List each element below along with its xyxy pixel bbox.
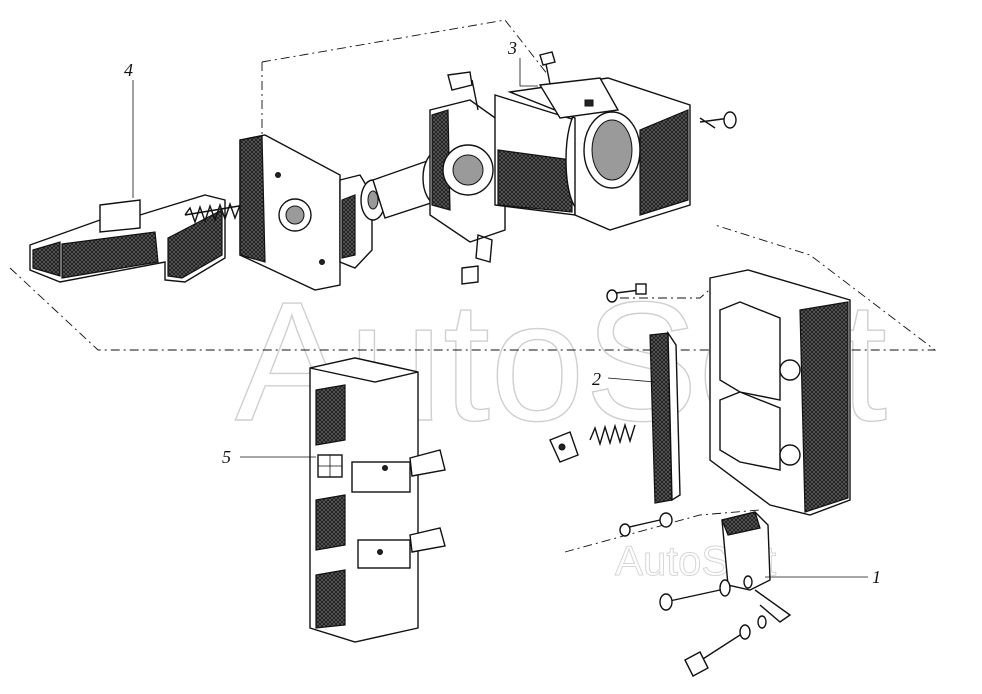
leader-lines (132, 58, 868, 578)
spring-part-2 (589, 422, 636, 447)
bridge-screw (619, 512, 673, 537)
part-5-insulating-housing (309, 357, 446, 643)
part-2-contact-bridge (549, 330, 681, 537)
bracket-bolt-2 (684, 615, 767, 677)
housing-cover (507, 51, 737, 231)
part-4-terminal-block (29, 194, 246, 283)
solenoid-coil-flange (429, 71, 595, 285)
terminal-clip-bottom (461, 234, 493, 285)
callout-labels: 4 3 2 5 1 (124, 38, 881, 587)
base-screw (606, 283, 647, 303)
part-1-bracket (659, 511, 792, 677)
contact-base (606, 269, 851, 516)
cover-screw-top (539, 51, 556, 85)
callout-3: 3 (507, 38, 517, 58)
terminal-clip-top (447, 71, 479, 111)
spring-part-4 (184, 201, 241, 225)
assembly-centerlines (9, 19, 937, 553)
bracket-bolt-1 (659, 575, 753, 611)
callout-2: 2 (592, 369, 601, 389)
callout-5: 5 (222, 447, 231, 467)
callout-4: 4 (124, 60, 133, 80)
cover-screw-side (699, 111, 737, 129)
callout-1: 1 (872, 567, 881, 587)
